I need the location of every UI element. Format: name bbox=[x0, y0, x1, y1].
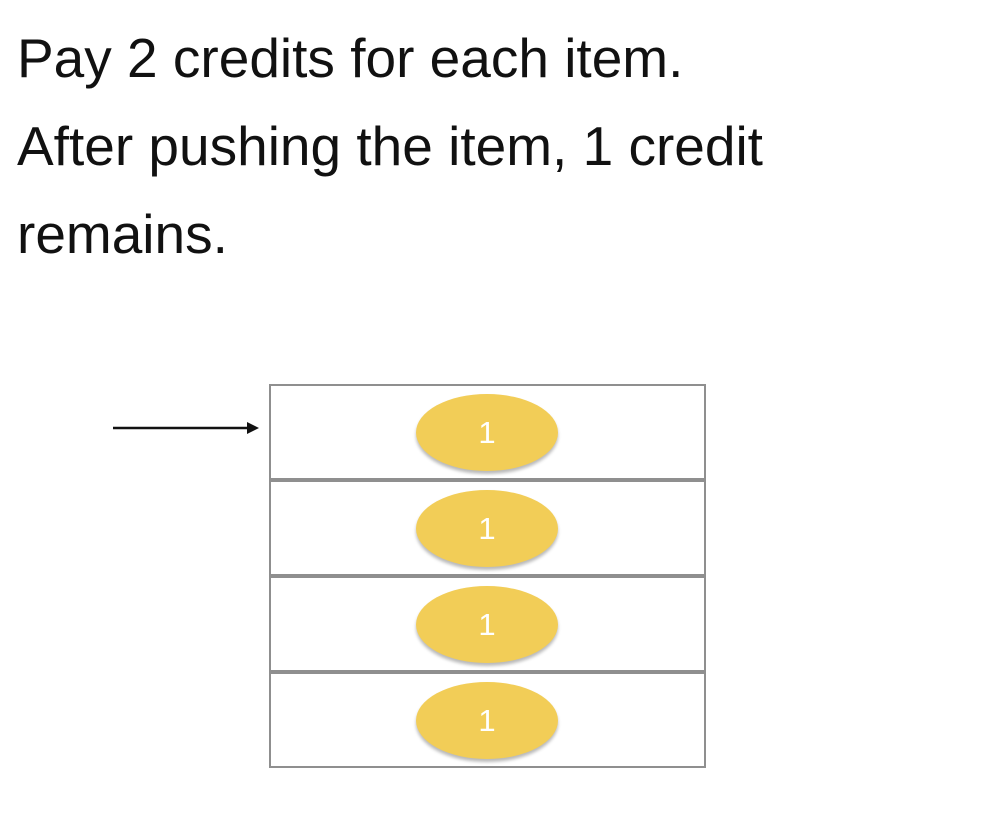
explanation-line-3: remains. bbox=[17, 203, 228, 265]
stack-slot-top: 1 bbox=[269, 384, 706, 480]
credit-coin: 1 bbox=[416, 490, 558, 567]
explanation-line-2: After pushing the item, 1 credit bbox=[17, 115, 763, 177]
credit-coin: 1 bbox=[416, 394, 558, 471]
stack-slot-3: 1 bbox=[269, 576, 706, 672]
credit-value: 1 bbox=[478, 415, 496, 450]
explanation-text: Pay 2 credits for each item. After pushi… bbox=[17, 14, 987, 278]
stack-slot-bottom: 1 bbox=[269, 672, 706, 768]
credit-coin: 1 bbox=[416, 586, 558, 663]
credit-value: 1 bbox=[478, 511, 496, 546]
credit-stack: 1 1 1 1 bbox=[269, 384, 706, 771]
credit-coin: 1 bbox=[416, 682, 558, 759]
credit-value: 1 bbox=[478, 703, 496, 738]
credit-value: 1 bbox=[478, 607, 496, 642]
stack-slot-2: 1 bbox=[269, 480, 706, 576]
explanation-line-1: Pay 2 credits for each item. bbox=[17, 27, 684, 89]
arrow-right-icon bbox=[113, 422, 259, 434]
